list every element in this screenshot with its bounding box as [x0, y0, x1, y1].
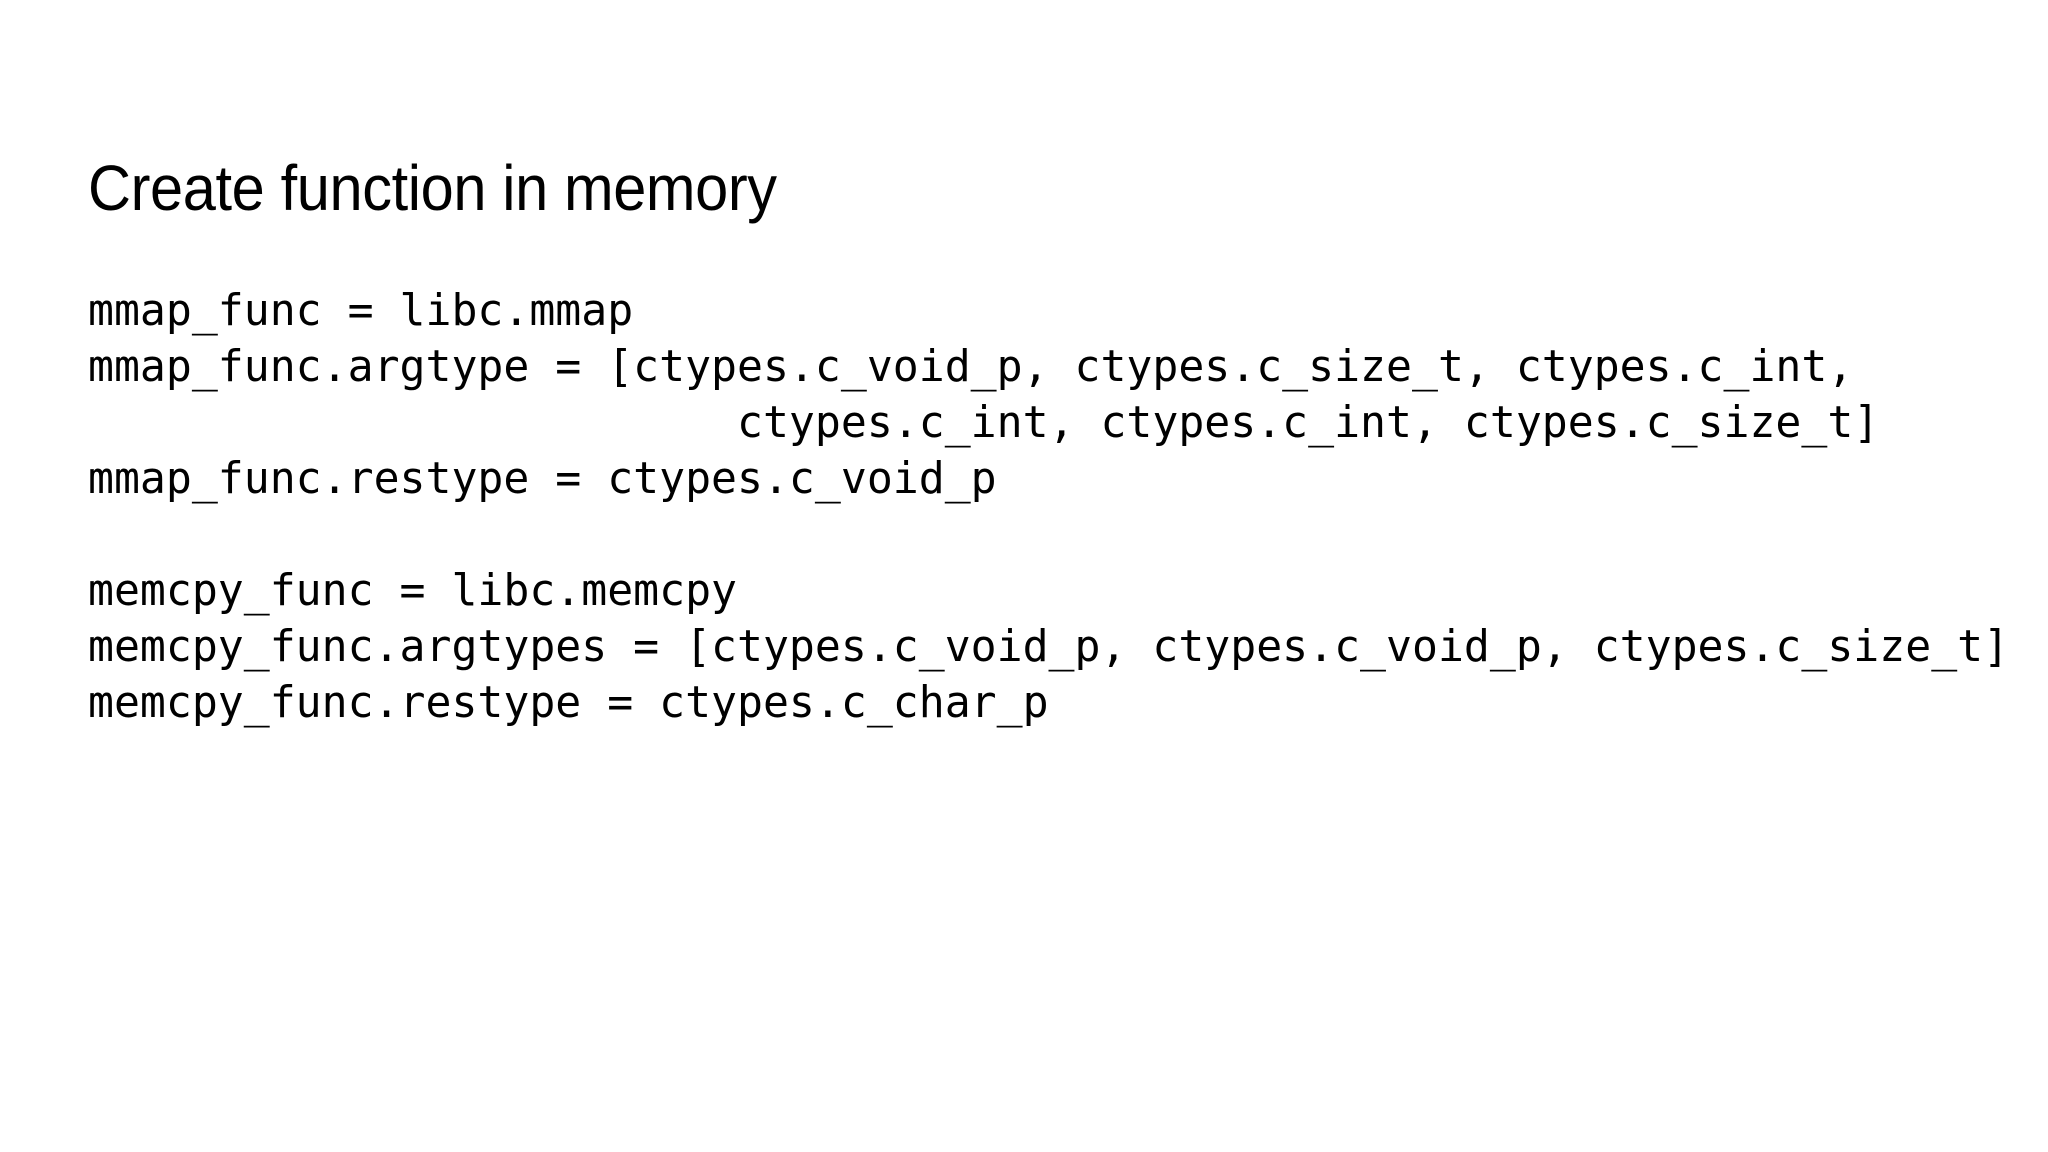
code-line: memcpy_func = libc.memcpy [88, 565, 738, 616]
code-line: mmap_func.argtype = [ctypes.c_void_p, ct… [88, 341, 1854, 392]
code-line: mmap_func.restype = ctypes.c_void_p [88, 453, 997, 504]
code-line: memcpy_func.restype = ctypes.c_char_p [88, 677, 1049, 728]
code-line: mmap_func = libc.mmap [88, 285, 634, 336]
page-title: Create function in memory [88, 151, 777, 224]
code-line: ctypes.c_int, ctypes.c_int, ctypes.c_siz… [88, 397, 1880, 448]
code-line: memcpy_func.argtypes = [ctypes.c_void_p,… [88, 621, 2010, 672]
code-line-blank [88, 507, 2009, 563]
